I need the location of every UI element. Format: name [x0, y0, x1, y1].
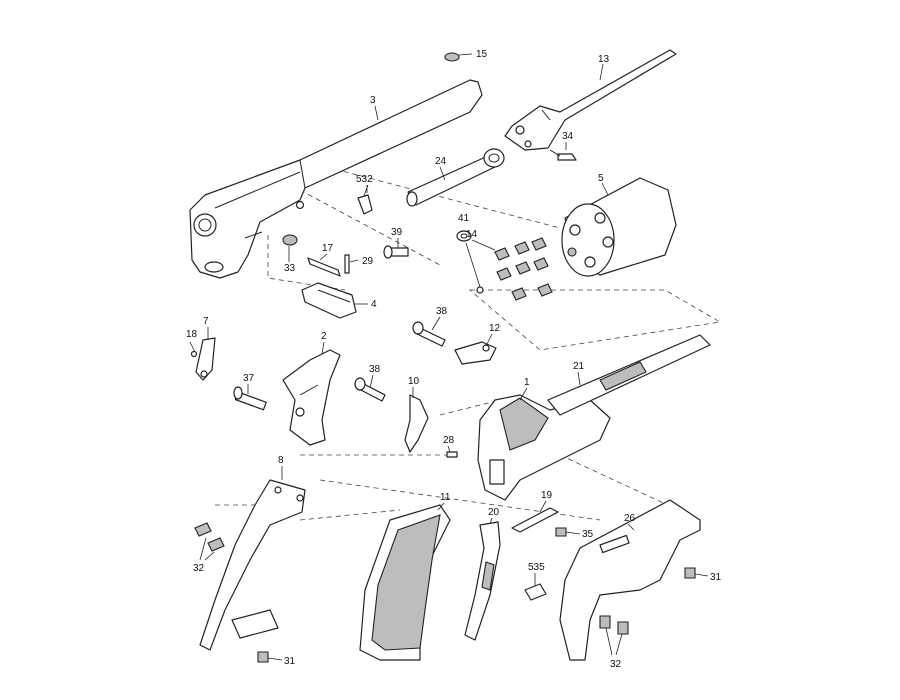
part-21-arbor[interactable] [547, 334, 711, 416]
part-19-spring[interactable] [511, 507, 559, 533]
callout-20: 20 [488, 507, 500, 518]
part-38-screw-lower[interactable] [354, 377, 386, 402]
callout-19: 19 [541, 490, 553, 501]
part-26-trigger-guard[interactable] [559, 499, 701, 661]
callout-35: 35 [582, 529, 594, 540]
callout-17: 17 [322, 243, 334, 254]
callout-7: 7 [203, 316, 209, 327]
callout-28: 28 [443, 435, 455, 446]
callout-38-mid: 38 [369, 364, 381, 375]
part-31-screw[interactable] [257, 651, 283, 663]
part-32-screws[interactable] [194, 522, 225, 561]
part-532-latch[interactable] [357, 185, 373, 215]
part-20-mainspring[interactable] [464, 521, 501, 641]
callout-37: 37 [243, 373, 255, 384]
part-24-rammer-plunger[interactable] [406, 148, 505, 207]
part-15-small-pin[interactable] [444, 52, 473, 62]
callout-14: 14 [466, 229, 478, 240]
part-13-loading-lever[interactable] [504, 49, 677, 151]
callout-15: 15 [476, 49, 488, 60]
callout-34: 34 [562, 131, 574, 142]
callout-13: 13 [598, 54, 610, 65]
part-28-pin[interactable] [446, 451, 458, 458]
callout-18: 18 [186, 329, 198, 340]
callout-31-right: 31 [710, 572, 722, 583]
callout-1: 1 [524, 377, 530, 388]
callout-24: 24 [435, 156, 447, 167]
part-32-screws-right[interactable] [599, 615, 629, 656]
part-8-backstrap[interactable] [199, 479, 306, 651]
callout-labels: 15 13 3 34 24 532 5 41 39 14 17 29 33 4 … [186, 49, 722, 670]
callout-10: 10 [408, 376, 420, 387]
part-7-trigger[interactable] [195, 337, 216, 381]
part-38-screw[interactable] [412, 321, 446, 347]
callout-532: 532 [356, 174, 373, 185]
part-4-block[interactable] [301, 282, 357, 319]
callout-21: 21 [573, 361, 585, 372]
part-37-screw[interactable] [233, 386, 267, 411]
callout-4: 4 [371, 299, 377, 310]
callout-32-right: 32 [610, 659, 622, 670]
part-5-cylinder[interactable] [561, 177, 677, 277]
callout-29: 29 [362, 256, 374, 267]
callout-leaders [207, 63, 635, 586]
part-10-trigger-guard-part[interactable] [404, 394, 429, 453]
callout-3: 3 [370, 95, 376, 106]
callout-26: 26 [624, 513, 636, 524]
callout-33: 33 [284, 263, 296, 274]
part-29-pin[interactable] [344, 254, 350, 274]
callout-41: 41 [458, 213, 470, 224]
part-3-frame-barrel[interactable] [189, 79, 483, 279]
callout-31-left: 31 [284, 656, 296, 667]
callout-11: 11 [440, 492, 451, 503]
part-39-screw[interactable] [383, 238, 409, 259]
callout-2: 2 [321, 331, 327, 342]
part-14-nipples[interactable] [471, 237, 553, 301]
part-18-pin[interactable] [189, 341, 198, 358]
callout-38-top: 38 [436, 306, 448, 317]
callout-8: 8 [278, 455, 284, 466]
part-41-washer[interactable] [456, 230, 484, 294]
part-11-grips[interactable] [359, 504, 451, 661]
callout-39: 39 [391, 227, 403, 238]
callout-535: 535 [528, 562, 545, 573]
part-17-spring[interactable] [307, 257, 341, 277]
part-1-frame[interactable] [477, 394, 611, 501]
part-535-pin[interactable] [524, 583, 547, 601]
part-12-bolt[interactable] [454, 341, 497, 365]
part-33-screw[interactable] [282, 234, 298, 246]
callout-32-left: 32 [193, 563, 205, 574]
part-31-screw-right[interactable] [684, 567, 709, 579]
part-35-screw[interactable] [555, 527, 567, 537]
callout-12: 12 [489, 323, 501, 334]
callout-5: 5 [598, 173, 604, 184]
part-34-screw[interactable] [549, 142, 577, 161]
part-2-hammer[interactable] [282, 349, 341, 446]
